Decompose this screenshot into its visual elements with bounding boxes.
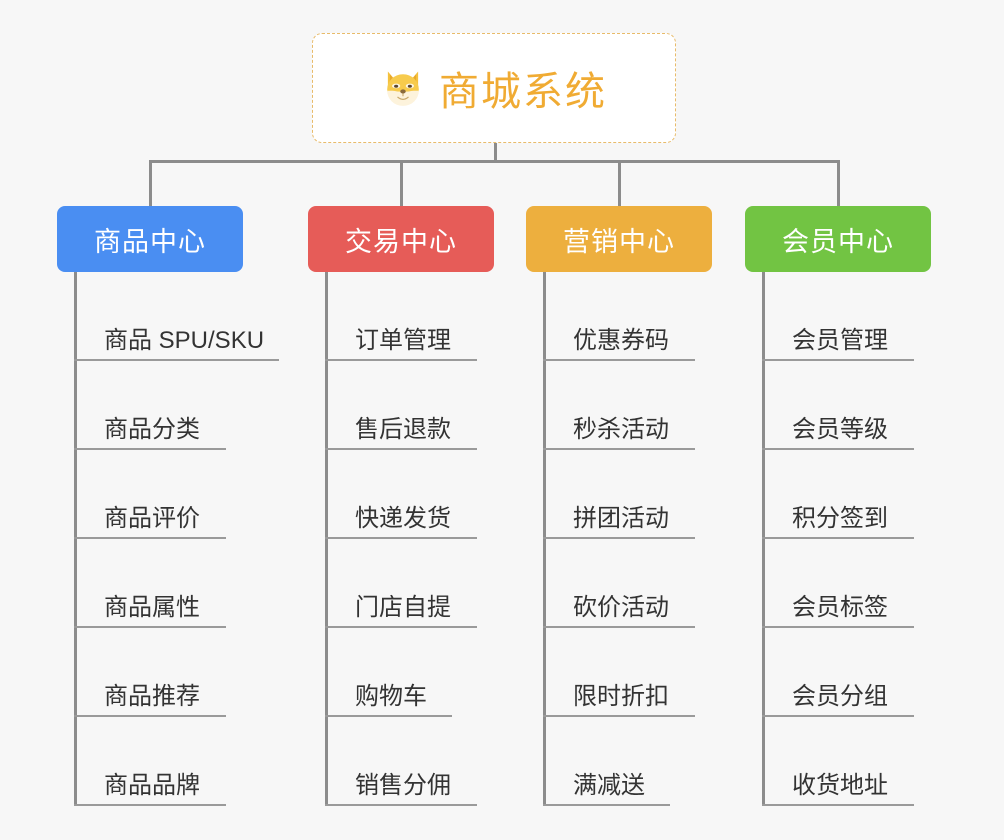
leaf-item-label: 拼团活动 (573, 505, 669, 533)
leaf-item-label: 订单管理 (355, 327, 451, 355)
leaf-item[interactable]: 购物车 (325, 628, 452, 717)
category-node-3[interactable]: 营销中心 (526, 206, 712, 272)
category-label: 营销中心 (563, 226, 675, 257)
connector-drop-3 (618, 160, 621, 206)
leaf-item-label: 商品推荐 (104, 683, 200, 711)
leaf-item-label: 商品评价 (104, 505, 200, 533)
leaf-item[interactable]: 商品属性 (74, 539, 226, 628)
connector-drop-1 (149, 160, 152, 206)
leaf-item[interactable]: 门店自提 (325, 539, 477, 628)
category-node-4[interactable]: 会员中心 (745, 206, 931, 272)
category-label: 交易中心 (345, 226, 457, 257)
leaf-item-label: 商品分类 (104, 416, 200, 444)
leaf-item-label: 砍价活动 (573, 594, 669, 622)
leaf-item-label: 商品品牌 (104, 772, 200, 800)
leaf-item[interactable]: 商品品牌 (74, 717, 226, 806)
leaf-item-label: 商品属性 (104, 594, 200, 622)
leaf-item-label: 秒杀活动 (573, 416, 669, 444)
leaf-item-label: 购物车 (355, 683, 427, 711)
leaf-item[interactable]: 销售分佣 (325, 717, 477, 806)
connector-drop-2 (400, 160, 403, 206)
leaf-item-label: 收货地址 (792, 772, 888, 800)
leaf-item-label: 满减送 (573, 772, 645, 800)
connector-drop-4 (837, 160, 840, 206)
leaf-trunk-line (74, 272, 77, 806)
leaf-trunk-line (543, 272, 546, 806)
leaf-item[interactable]: 快递发货 (325, 450, 477, 539)
leaf-item-label: 会员管理 (792, 327, 888, 355)
leaf-item-label: 商品 SPU/SKU (104, 327, 265, 355)
leaf-item[interactable]: 满减送 (543, 717, 670, 806)
root-node[interactable]: 商城系统 (312, 33, 676, 143)
leaf-item-label: 会员分组 (792, 683, 888, 711)
leaf-trunk-line (325, 272, 328, 806)
leaf-item[interactable]: 会员管理 (762, 272, 914, 361)
leaf-item[interactable]: 砍价活动 (543, 539, 695, 628)
leaf-item[interactable]: 积分签到 (762, 450, 914, 539)
leaf-item-label: 限时折扣 (573, 683, 669, 711)
category-label: 商品中心 (94, 226, 206, 257)
leaf-item[interactable]: 拼团活动 (543, 450, 695, 539)
leaf-item[interactable]: 订单管理 (325, 272, 477, 361)
dog-face-icon (381, 66, 425, 110)
connector-root-stem (494, 143, 497, 162)
leaf-item-label: 门店自提 (355, 594, 451, 622)
leaf-item[interactable]: 优惠券码 (543, 272, 695, 361)
leaf-item-label: 会员标签 (792, 594, 888, 622)
leaf-item[interactable]: 售后退款 (325, 361, 477, 450)
leaf-item[interactable]: 会员分组 (762, 628, 914, 717)
leaf-item[interactable]: 收货地址 (762, 717, 914, 806)
leaf-item-label: 会员等级 (792, 416, 888, 444)
leaf-item[interactable]: 商品评价 (74, 450, 226, 539)
leaf-item[interactable]: 秒杀活动 (543, 361, 695, 450)
category-node-1[interactable]: 商品中心 (57, 206, 243, 272)
connector-horizontal-bus (150, 160, 840, 163)
leaf-item-label: 销售分佣 (355, 772, 451, 800)
leaf-trunk-line (762, 272, 765, 806)
leaf-item-label: 优惠券码 (573, 327, 669, 355)
leaf-item[interactable]: 会员等级 (762, 361, 914, 450)
leaf-item-label: 积分签到 (792, 505, 888, 533)
leaf-item-label: 售后退款 (355, 416, 451, 444)
leaf-item[interactable]: 商品 SPU/SKU (74, 272, 279, 361)
root-title: 商城系统 (439, 70, 607, 114)
leaf-item[interactable]: 商品推荐 (74, 628, 226, 717)
category-node-2[interactable]: 交易中心 (308, 206, 494, 272)
leaf-item[interactable]: 限时折扣 (543, 628, 695, 717)
leaf-item[interactable]: 会员标签 (762, 539, 914, 628)
leaf-item[interactable]: 商品分类 (74, 361, 226, 450)
category-label: 会员中心 (782, 226, 894, 257)
leaf-item-label: 快递发货 (355, 505, 451, 533)
